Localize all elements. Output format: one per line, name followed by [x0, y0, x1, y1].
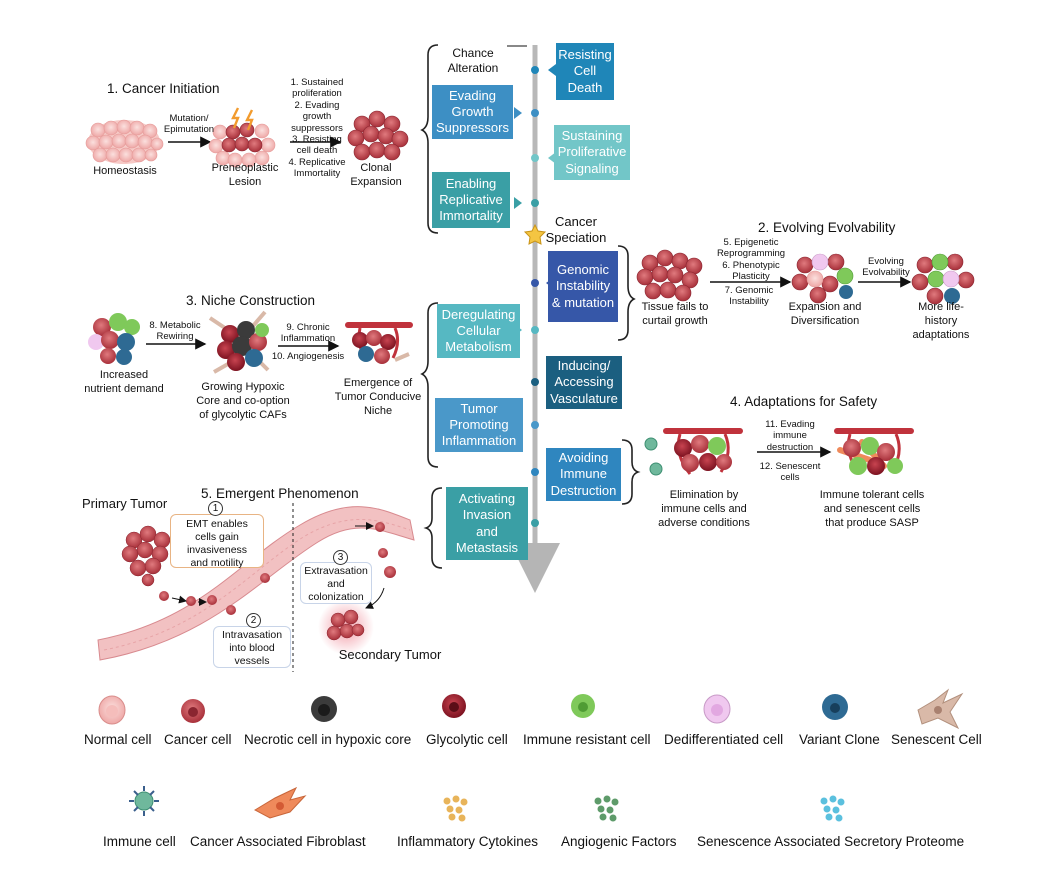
step-extravasation-number: 3 — [333, 550, 348, 565]
elimination-cluster — [644, 428, 743, 476]
senescent-cells-label: 12. Senescent cells — [759, 461, 821, 484]
legend-sasp: Senescence Associated Secretory Proteome — [697, 834, 965, 849]
legend-immune-resistant-cell: Immune resistant cell — [523, 732, 651, 747]
dedifferentiated-cell-icon — [703, 694, 731, 724]
hallmark-genomic-instability: Genomic Instability & mutation — [548, 251, 618, 322]
secondary-tumor-label: Secondary Tumor — [338, 647, 442, 662]
immune-resistant-cell-icon — [571, 694, 595, 718]
necrotic-cell-icon — [311, 696, 337, 722]
chronic-inflammation-label: 9. Chronic Inflammation — [280, 322, 336, 345]
hypoxic-core-cluster — [208, 310, 270, 374]
hallmark-sustaining-proliferative-signaling: Sustaining Proliferative Signaling — [554, 125, 630, 180]
preneoplastic-label: Preneoplastic Lesion — [211, 162, 279, 188]
timeline-dots — [531, 66, 539, 527]
mutation-label: Mutation/ Epimutation — [163, 113, 215, 136]
homeostasis-tissue — [85, 119, 164, 164]
hypoxic-core-label: Growing Hypoxic Core and co-option of gl… — [196, 381, 290, 421]
brace-initiation — [420, 44, 439, 234]
hallmark-resisting-cell-death: Resisting Cell Death — [556, 43, 614, 100]
elimination-label: Elimination by immune cells and adverse … — [658, 489, 750, 529]
blood-vessel — [97, 506, 415, 661]
section-title-emergent: 5. Emergent Phenomenon — [201, 486, 359, 501]
tissue-fails-cluster — [636, 249, 703, 302]
hallmark-evading-growth-suppressors: Evading Growth Suppressors — [432, 85, 513, 139]
clonal-expansion — [347, 110, 409, 161]
brace-evolvability — [617, 245, 636, 341]
sasp-icon — [820, 795, 845, 822]
chance-alteration-label: Chance Alteration — [447, 46, 499, 75]
hallmark-activating-invasion-metastasis: Activating Invasion and Metastasis — [446, 487, 528, 560]
evading-immune-label: 11. Evading immune destruction — [765, 419, 815, 453]
evolvability-steps-label: 5. Epigenetic Reprogramming 6. Phenotypi… — [716, 237, 786, 283]
evolving-evolvability-label: Evolving Evolvability — [862, 256, 910, 279]
section-title-niche: 3. Niche Construction — [186, 293, 316, 308]
cancer-speciation-label: Cancer Speciation — [545, 214, 607, 246]
step-extravasation-note: Extravasation and colonization — [300, 562, 372, 604]
legend-cancer-cell: Cancer cell — [164, 732, 232, 747]
nutrient-demand-cluster — [88, 313, 140, 365]
diversification-cluster — [791, 253, 854, 304]
legend-normal-cell: Normal cell — [84, 732, 152, 747]
increased-demand-label: Increased nutrient demand — [84, 369, 164, 395]
legend-glycolytic-cell: Glycolytic cell — [426, 732, 508, 747]
brace-safety — [621, 439, 641, 505]
step-emt-text: EMT enables cells gain invasiveness and … — [186, 518, 248, 570]
tumor-niche-cluster — [345, 322, 413, 364]
hallmark-deregulating-cellular-metabolism: Deregulating Cellular Metabolism — [437, 304, 520, 358]
legend-caf: Cancer Associated Fibroblast — [190, 834, 366, 849]
cytokines-icon — [443, 795, 468, 822]
secondary-tumor-mass — [318, 599, 374, 655]
legend-necrotic-cell: Necrotic cell in hypoxic core — [244, 732, 412, 747]
variant-clone-icon — [822, 694, 848, 720]
clonal-expansion-label: Clonal Expansion — [350, 162, 402, 188]
expansion-diversification-label: Expansion and Diversification — [788, 301, 862, 327]
immune-tolerant-label: Immune tolerant cells and senescent cell… — [819, 489, 925, 529]
brace-emergent — [423, 487, 443, 569]
hallmark-enabling-replicative-immortality: Enabling Replicative Immortality — [432, 172, 510, 228]
legend-dedifferentiated-cell: Dedifferentiated cell — [664, 732, 784, 747]
hallmark-tumor-promoting-inflammation: Tumor Promoting Inflammation — [435, 398, 523, 452]
immune-tolerant-cluster — [834, 428, 914, 475]
step-intravasation-number: 2 — [246, 613, 261, 628]
step-emt-note: EMT enables cells gain invasiveness and … — [170, 514, 264, 570]
caf-icon — [253, 786, 307, 819]
step-intravasation-note: Intravasation into blood vessels — [213, 626, 291, 668]
step-extravasation-text: Extravasation and colonization — [304, 565, 368, 604]
hallmark-inducing-vasculature: Inducing/ Accessing Vasculature — [546, 356, 622, 409]
cancer-cell-icon — [181, 699, 205, 723]
immune-cell-icon — [129, 786, 159, 816]
hallmark-avoiding-immune-destruction: Avoiding Immune Destruction — [546, 448, 621, 501]
section-title-initiation: 1. Cancer Initiation — [107, 81, 220, 96]
primary-tumor-label: Primary Tumor — [82, 496, 168, 511]
initiation-steps-label: 1. Sustained proliferation 2. Evading gr… — [288, 77, 346, 180]
step-intravasation-text: Intravasation into blood vessels — [221, 629, 283, 668]
homeostasis-label: Homeostasis — [93, 165, 157, 177]
life-history-label: More life- history adaptations — [912, 301, 970, 341]
step-emt-number: 1 — [208, 501, 223, 516]
glycolytic-cell-icon — [442, 694, 466, 718]
brace-niche — [420, 302, 439, 468]
legend-angiogenic-factors: Angiogenic Factors — [561, 834, 677, 849]
legend-immune-cell: Immune cell — [103, 834, 176, 849]
preneoplastic-lesion — [208, 107, 276, 168]
normal-cell-icon — [98, 695, 126, 725]
legend-senescent-cell: Senescent Cell — [891, 732, 982, 747]
legend-variant-clone: Variant Clone — [799, 732, 880, 747]
primary-tumor-mass — [121, 525, 171, 587]
speciation-star-icon — [523, 223, 547, 245]
life-history-cluster — [911, 253, 975, 305]
tumor-niche-label: Emergence of Tumor Conducive Niche — [334, 377, 422, 417]
tissue-fails-label: Tissue fails to curtail growth — [641, 301, 709, 327]
angiogenic-factors-icon — [594, 795, 619, 822]
angiogenesis-label: 10. Angiogenesis — [271, 351, 345, 362]
section-title-adaptations: 4. Adaptations for Safety — [730, 394, 878, 409]
section-title-evolvability: 2. Evolving Evolvability — [758, 220, 896, 235]
senescent-cell-icon — [917, 688, 964, 730]
metabolic-rewiring-label: 8. Metabolic Rewiring — [149, 320, 201, 343]
genomic-instability-step-label: 7. Genomic Instability — [724, 285, 774, 308]
legend-cytokines: Inflammatory Cytokines — [397, 834, 539, 849]
